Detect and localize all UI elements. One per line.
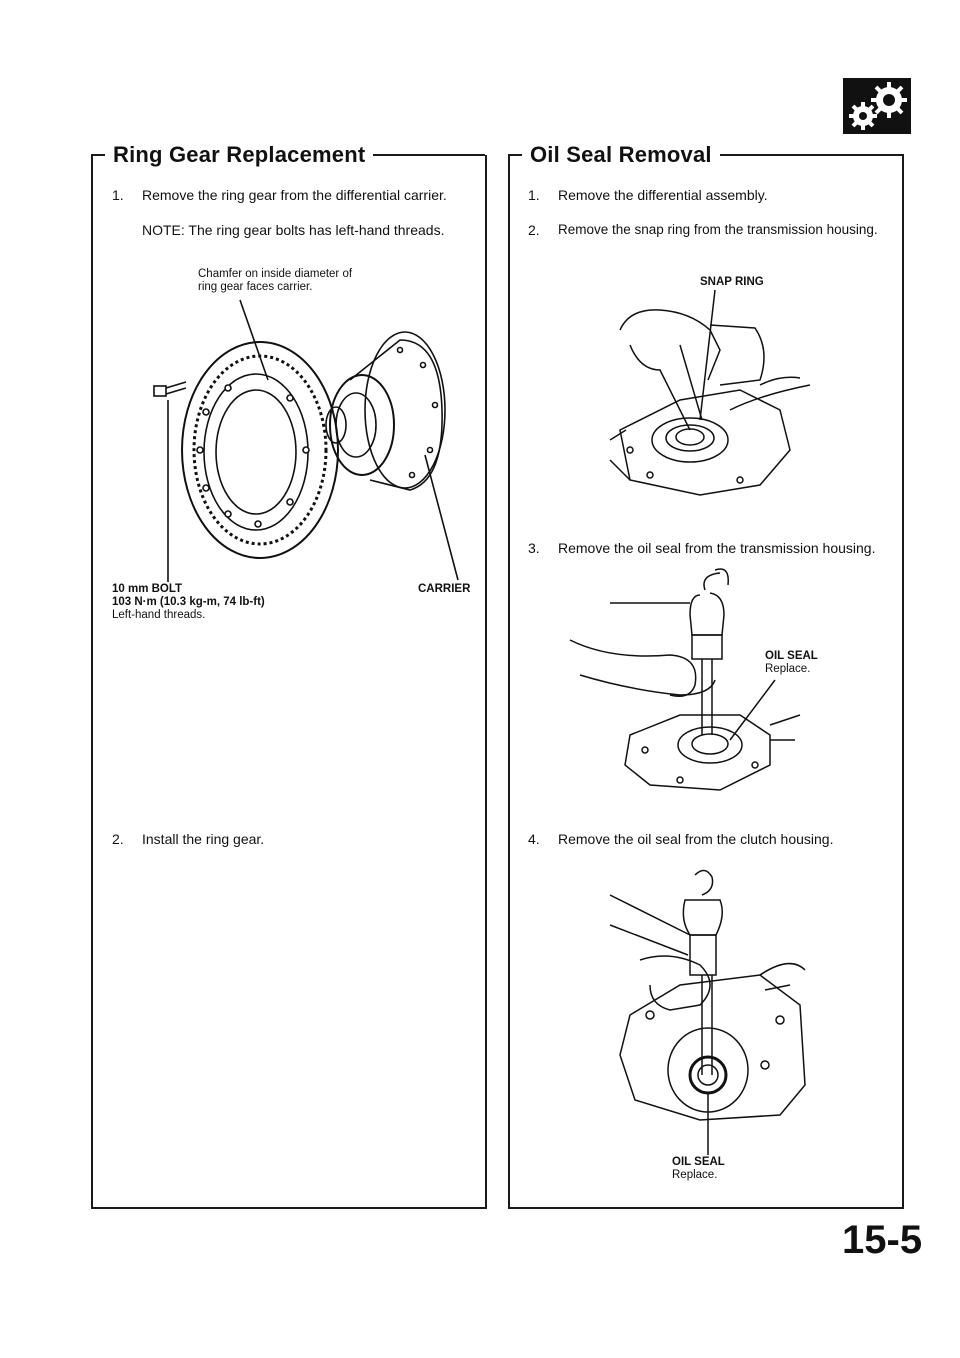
step-text: Remove the snap ring from the transmissi… — [558, 222, 878, 237]
oil-seal-callout-2: OIL SEAL Replace. — [672, 1156, 725, 1182]
callout-line: ring gear faces carrier. — [198, 281, 313, 293]
step-text: Remove the ring gear from the differenti… — [142, 187, 447, 203]
callout-line: Replace. — [765, 663, 811, 675]
step-2: 2. Install the ring gear. — [112, 831, 264, 847]
step-number: 1. — [112, 187, 124, 203]
snap-ring-callout: SNAP RING — [700, 276, 764, 288]
step-number: 4. — [528, 831, 540, 847]
snap-ring-illustration — [609, 289, 811, 496]
title-rule — [373, 154, 485, 156]
page-number: 15-5 — [842, 1218, 923, 1262]
oil-seal-callout-1: OIL SEAL Replace. — [765, 650, 818, 676]
bolt-callout: 10 mm BOLT 103 N·m (10.3 kg-m, 74 lb-ft)… — [112, 583, 265, 622]
callout-line: 103 N·m (10.3 kg-m, 74 lb-ft) — [112, 596, 265, 608]
step-text: Remove the differential assembly. — [558, 187, 768, 203]
title-rule — [91, 154, 105, 156]
ring-gear-title-row: Ring Gear Replacement — [91, 141, 485, 169]
step-number: 3. — [528, 540, 540, 556]
step-text: Remove the oil seal from the clutch hous… — [558, 831, 834, 847]
section-title: Oil Seal Removal — [530, 142, 712, 167]
note: NOTE: The ring gear bolts has left-hand … — [142, 222, 445, 238]
callout-line: Chamfer on inside diameter of — [198, 268, 353, 280]
oil-seal-title-row: Oil Seal Removal — [508, 141, 904, 169]
oil-seal-transmission-illustration — [569, 568, 801, 791]
step-number: 2. — [528, 222, 540, 238]
callout-line: Replace. — [672, 1169, 718, 1181]
callout-line: Left-hand threads. — [112, 609, 206, 621]
title-rule — [719, 154, 904, 156]
step-4: 4. Remove the oil seal from the clutch h… — [528, 831, 833, 847]
step-2: 2. Remove the snap ring from the transmi… — [528, 222, 878, 238]
transmission-gears-icon — [843, 78, 911, 134]
step-number: 1. — [528, 187, 540, 203]
chamfer-callout: Chamfer on inside diameter of ring gear … — [198, 268, 352, 294]
oil-seal-section — [508, 155, 904, 1209]
step-3: 3. Remove the oil seal from the transmis… — [528, 540, 875, 556]
carrier-callout: CARRIER — [418, 583, 471, 595]
step-number: 2. — [112, 831, 124, 847]
step-1: 1. Remove the differential assembly. — [528, 187, 768, 203]
step-text: Install the ring gear. — [142, 831, 265, 847]
ring-gear-section — [91, 155, 487, 1209]
section-title: Ring Gear Replacement — [113, 142, 366, 167]
callout-line: 10 mm BOLT — [112, 583, 183, 595]
callout-line: OIL SEAL — [765, 650, 818, 662]
step-text: Remove the oil seal from the transmissio… — [558, 540, 876, 556]
oil-seal-clutch-illustration — [609, 869, 806, 1155]
callout-line: OIL SEAL — [672, 1156, 725, 1168]
step-1: 1. Remove the ring gear from the differe… — [112, 187, 447, 203]
title-rule — [508, 154, 522, 156]
ring-gear-illustration — [153, 299, 459, 582]
